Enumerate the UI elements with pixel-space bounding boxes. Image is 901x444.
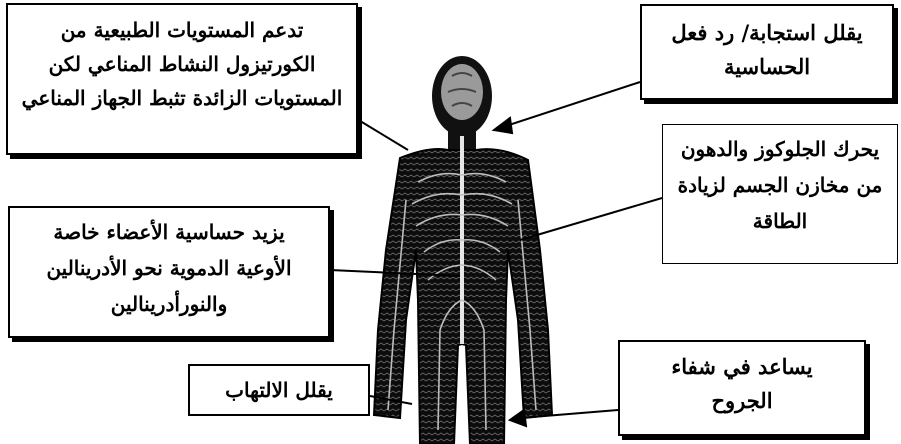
- label-text: الحساسية: [642, 50, 892, 84]
- label-box-blood-vessels: يزيد حساسية الأعضاء خاصة الأوعية الدموية…: [8, 206, 330, 338]
- label-text: الأوعية الدموية نحو الأدرينالين: [10, 250, 328, 286]
- label-text: الطاقة: [663, 203, 897, 239]
- label-box-wound-healing: يساعد في شفاء الجروح: [618, 340, 866, 436]
- label-box-cortisol: تدعم المستويات الطبيعية من الكورتيزول ال…: [6, 3, 358, 155]
- label-text: يزيد حساسية الأعضاء خاصة: [10, 214, 328, 250]
- label-text: المستويات الزائدة تثبط الجهاز المناعي: [8, 81, 356, 115]
- label-text: يقلل الالتهاب: [190, 372, 368, 408]
- arrow-wounds: [510, 410, 526, 426]
- label-text: الكورتيزول النشاط المناعي لكن: [8, 47, 356, 81]
- line-glucose: [520, 198, 662, 240]
- label-text: يحرك الجلوكوز والدهون: [663, 131, 897, 167]
- label-box-glucose-fat: يحرك الجلوكوز والدهون من مخازن الجسم لزي…: [662, 124, 898, 264]
- label-text: تدعم المستويات الطبيعية من: [8, 13, 356, 47]
- label-text: يقلل استجابة/ رد فعل: [642, 16, 892, 50]
- label-text: والنورأدرينالين: [10, 286, 328, 322]
- label-box-allergy-sensitivity: يقلل استجابة/ رد فعل الحساسية: [640, 4, 894, 100]
- label-text: من مخازن الجسم لزيادة: [663, 167, 897, 203]
- line-sensitivity: [506, 82, 640, 126]
- arrow-sensitivity: [494, 118, 512, 133]
- label-text: يساعد في شفاء: [620, 350, 864, 384]
- label-box-inflammation: يقلل الالتهاب: [188, 364, 370, 416]
- human-silhouette: [374, 56, 552, 444]
- label-text: الجروح: [620, 384, 864, 418]
